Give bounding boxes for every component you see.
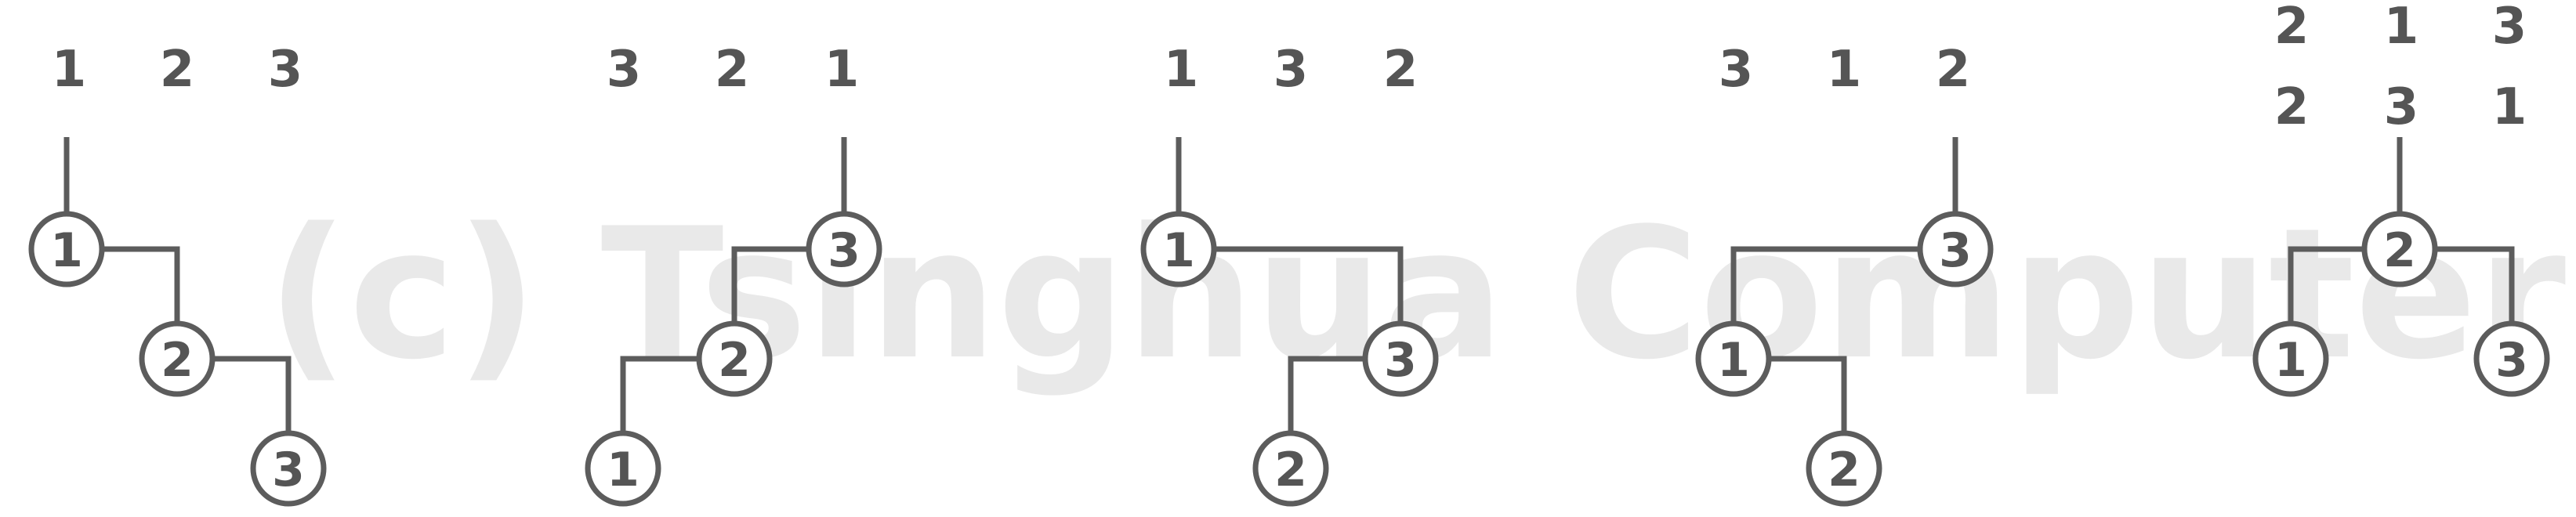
tree-node: 3 xyxy=(250,430,327,507)
sequence-value: 3 xyxy=(607,41,642,99)
sequence-value: 2 xyxy=(2274,0,2310,56)
node-label: 3 xyxy=(272,443,305,497)
tree-node: 2 xyxy=(1252,430,1329,507)
tree-node: 3 xyxy=(1917,211,1994,287)
tree-edge xyxy=(2288,246,2364,324)
tree-node: 1 xyxy=(1140,211,1217,287)
node-label: 3 xyxy=(828,223,860,278)
node-label: 1 xyxy=(50,223,83,278)
sequence-value: 2 xyxy=(715,41,750,99)
node-label: 2 xyxy=(161,333,194,388)
sequence-value: 1 xyxy=(1827,41,1862,99)
sequence-value: 2 xyxy=(2274,78,2310,136)
tree-node: 1 xyxy=(28,211,105,287)
tree-edge xyxy=(1730,246,1920,324)
node-label: 1 xyxy=(607,443,639,497)
tree-node: 2 xyxy=(696,320,773,397)
tree-2: 3 2 1 3 2 1 xyxy=(585,41,882,507)
tree-node: 3 xyxy=(806,211,882,287)
tree-edge xyxy=(103,246,180,324)
sequence-value: 2 xyxy=(160,41,195,99)
tree-edge xyxy=(620,356,699,433)
tree-5: 2 1 3 2 3 1 2 1 3 xyxy=(2252,0,2550,397)
node-label: 2 xyxy=(1274,443,1307,497)
sequence-value: 3 xyxy=(1274,41,1309,99)
sequence-value: 2 xyxy=(1383,41,1418,99)
tree-node: 1 xyxy=(2252,320,2329,397)
tree-4: 3 1 2 3 1 2 xyxy=(1695,41,1994,507)
sequence-value: 3 xyxy=(268,41,303,99)
sequence-value: 1 xyxy=(2384,0,2419,56)
node-label: 2 xyxy=(718,333,751,388)
node-label: 1 xyxy=(1717,333,1750,388)
node-label: 1 xyxy=(2274,333,2307,388)
tree-edge xyxy=(1288,356,1365,433)
sequence-value: 3 xyxy=(2492,0,2527,56)
tree-1: 1 2 3 1 2 3 xyxy=(28,41,327,507)
sequence-value: 1 xyxy=(824,41,860,99)
tree-edge xyxy=(1214,246,1404,324)
tree-node: 2 xyxy=(2361,211,2438,287)
sequence-value: 3 xyxy=(1719,41,1754,99)
node-label: 2 xyxy=(1828,443,1860,497)
tree-edge xyxy=(1769,356,1847,433)
node-label: 3 xyxy=(1939,223,1972,278)
node-label: 3 xyxy=(1384,333,1417,388)
node-label: 2 xyxy=(2383,223,2416,278)
sequence-value: 1 xyxy=(2492,78,2527,136)
sequence-value: 1 xyxy=(52,41,87,99)
sequence-value: 1 xyxy=(1164,41,1199,99)
sequence-value: 2 xyxy=(1936,41,1971,99)
tree-node: 2 xyxy=(1806,430,1882,507)
tree-node: 1 xyxy=(1695,320,1772,397)
node-label: 3 xyxy=(2495,333,2528,388)
tree-edge xyxy=(2435,246,2515,324)
sequence-value: 3 xyxy=(2384,78,2419,136)
tree-node: 2 xyxy=(139,320,216,397)
tree-edge xyxy=(731,246,809,324)
tree-3: 1 3 2 1 3 2 xyxy=(1140,41,1439,507)
tree-edge xyxy=(212,356,292,433)
tree-node: 1 xyxy=(585,430,661,507)
tree-node: 3 xyxy=(1362,320,1439,397)
tree-node: 3 xyxy=(2473,320,2550,397)
node-label: 1 xyxy=(1162,223,1195,278)
